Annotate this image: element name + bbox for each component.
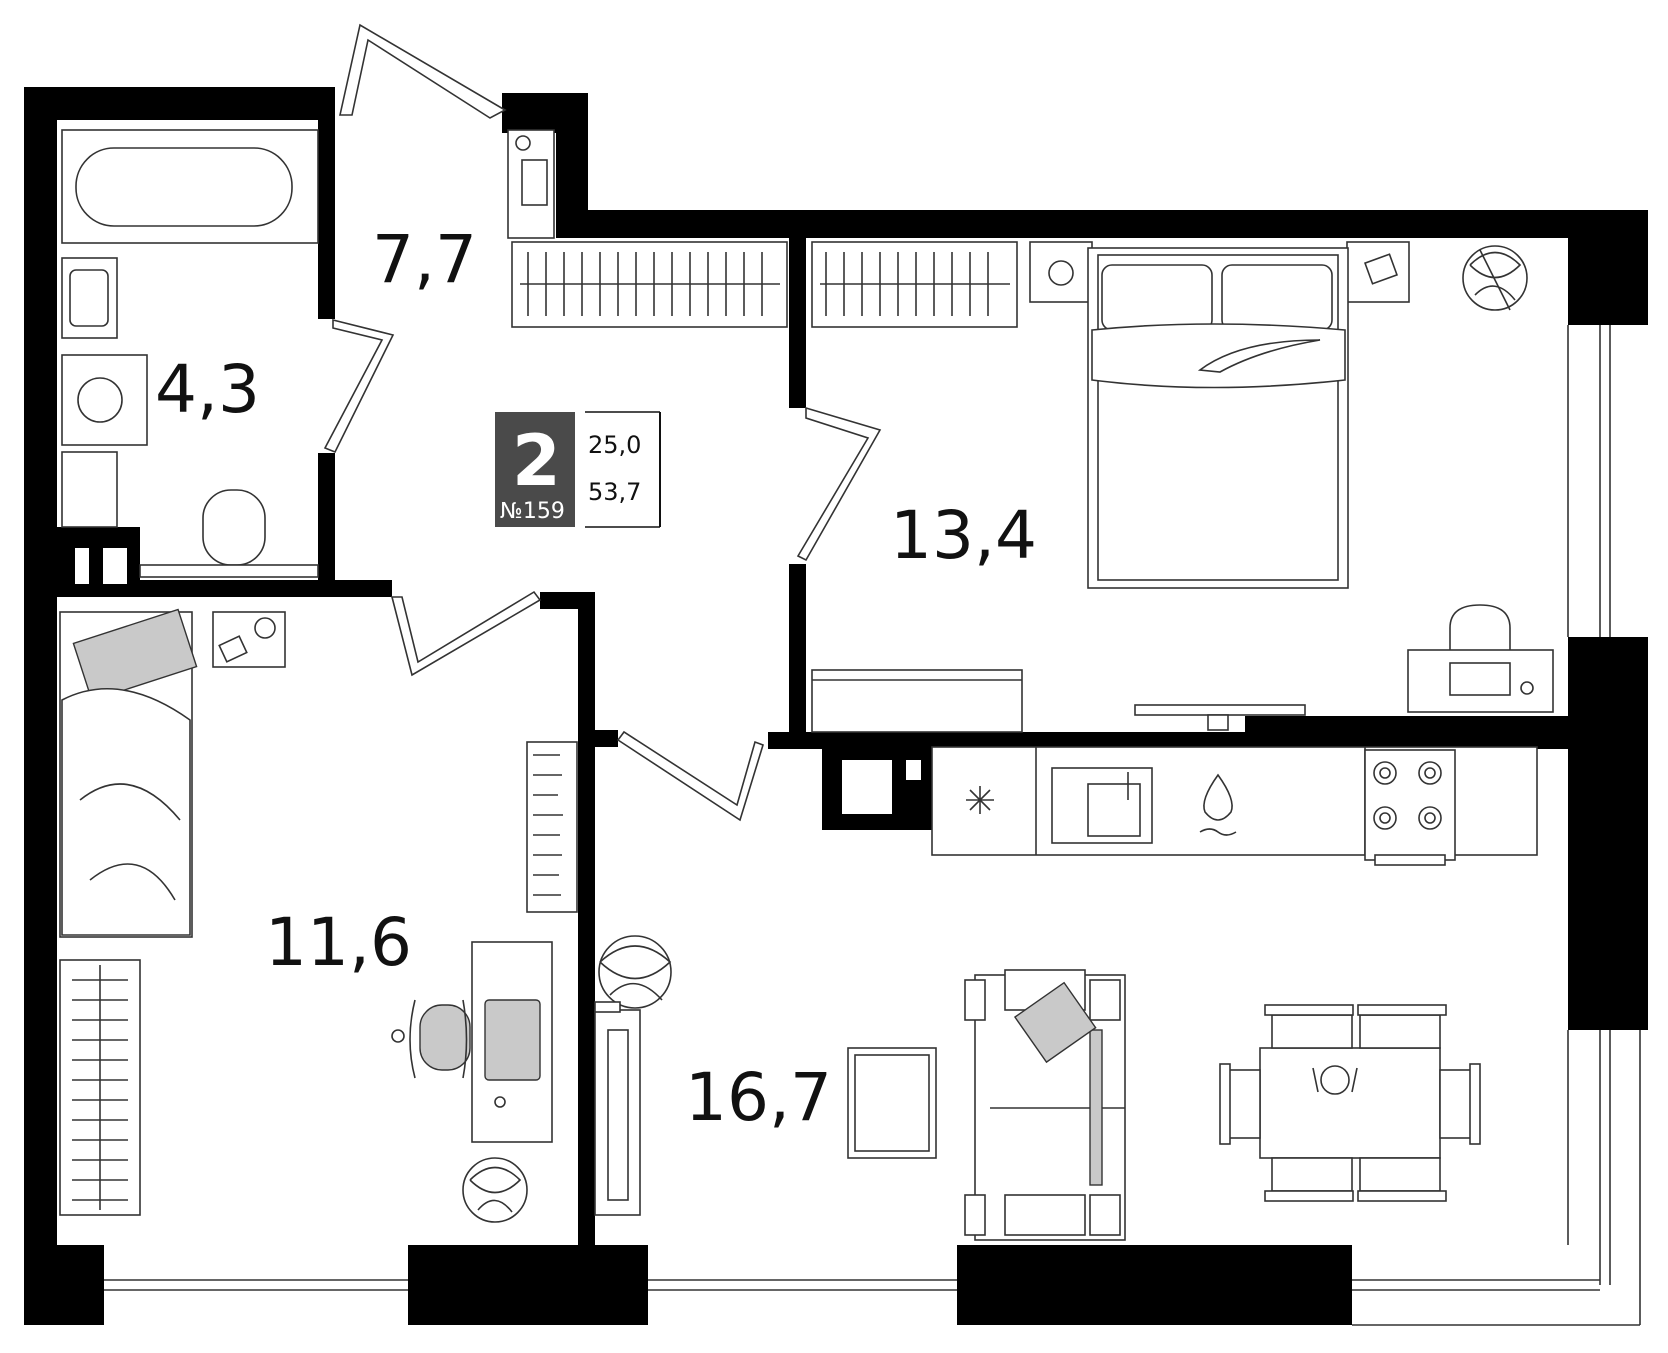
rooms-count: 2 bbox=[512, 420, 561, 502]
wall-right-middle bbox=[1568, 637, 1648, 1030]
kids-chair bbox=[419, 1004, 471, 1071]
bedroom-chair bbox=[1449, 604, 1511, 650]
dining-table bbox=[1259, 1047, 1441, 1159]
bedroom-door bbox=[796, 406, 882, 562]
bookshelf bbox=[526, 741, 578, 913]
stove bbox=[1364, 749, 1456, 861]
laptop-icon bbox=[484, 999, 541, 1081]
apartment-number: №159 bbox=[500, 499, 565, 524]
dining-chair bbox=[1271, 1014, 1353, 1049]
wall-kids-right bbox=[578, 592, 595, 1325]
wall-bottom-living bbox=[957, 1245, 1352, 1325]
plant-kids-icon bbox=[462, 1157, 528, 1223]
wall-top bbox=[556, 210, 1648, 238]
wall-bathroom-right-upper bbox=[318, 87, 335, 319]
bedroom-desk bbox=[1407, 649, 1554, 713]
kids-door bbox=[390, 590, 542, 677]
wall-bedroom-left-upper bbox=[789, 210, 806, 408]
kids-pillow bbox=[72, 608, 198, 702]
windows bbox=[104, 325, 1641, 1326]
sofa-pillow bbox=[1013, 981, 1097, 1064]
toilet bbox=[202, 489, 266, 566]
wall-right-upper bbox=[1568, 210, 1648, 325]
room-area-kids-room: 11,6 bbox=[265, 904, 412, 981]
wall-top-bathroom bbox=[24, 87, 334, 120]
entrance-door bbox=[339, 23, 507, 119]
wall-shaft bbox=[55, 527, 140, 587]
bedroom-furniture bbox=[811, 241, 1554, 733]
wall-bedroom-bottom-step bbox=[1245, 716, 1568, 749]
burner-icon bbox=[1373, 761, 1397, 785]
pillow-right bbox=[1221, 264, 1333, 331]
washing-machine-drum-icon bbox=[77, 377, 123, 423]
hallway-furniture bbox=[507, 129, 788, 328]
apartment-badge: 2 №159 25,0 53,7 bbox=[495, 411, 661, 528]
bathroom-fixtures bbox=[61, 129, 319, 578]
wall-bedroom-left-lower bbox=[789, 564, 806, 739]
bathroom-door bbox=[323, 318, 395, 454]
nightstand-right bbox=[1346, 241, 1410, 303]
room-area-living-kitchen: 16,7 bbox=[685, 1059, 832, 1136]
table-setting-icon bbox=[1312, 1065, 1358, 1095]
walls bbox=[24, 87, 1648, 1325]
wall-kids-top-right bbox=[540, 592, 595, 609]
kids-nightstand bbox=[212, 611, 286, 668]
tv-console bbox=[594, 1009, 641, 1216]
wall-bottom-kids bbox=[408, 1245, 648, 1325]
doors bbox=[323, 23, 882, 822]
living-furniture bbox=[594, 935, 1481, 1241]
plant-bedroom-icon bbox=[1462, 245, 1528, 311]
room-area-bathroom: 4,3 bbox=[155, 351, 260, 428]
kids-room-furniture bbox=[59, 608, 578, 1223]
room-area-hallway: 7,7 bbox=[372, 221, 477, 298]
wall-bathroom-right-lower bbox=[318, 453, 335, 593]
room-area-bedroom: 13,4 bbox=[890, 497, 1037, 574]
water-drop-icon bbox=[1203, 773, 1233, 821]
wall-bottom-left bbox=[24, 1245, 104, 1325]
plant-living-icon bbox=[598, 935, 672, 1009]
living-area: 25,0 bbox=[588, 431, 641, 459]
kitchen bbox=[931, 746, 1538, 866]
nightstand-left bbox=[1029, 241, 1093, 303]
living-door bbox=[616, 730, 764, 822]
pillow-left bbox=[1101, 264, 1213, 331]
fridge-snowflake-icon bbox=[966, 786, 994, 814]
total-area: 53,7 bbox=[588, 478, 641, 506]
washing-machine bbox=[61, 354, 148, 446]
wall-left bbox=[24, 87, 57, 1325]
coffee-table bbox=[847, 1047, 937, 1159]
sink bbox=[1051, 767, 1153, 844]
wall-living-stub bbox=[578, 730, 618, 747]
badge-background bbox=[495, 412, 575, 527]
